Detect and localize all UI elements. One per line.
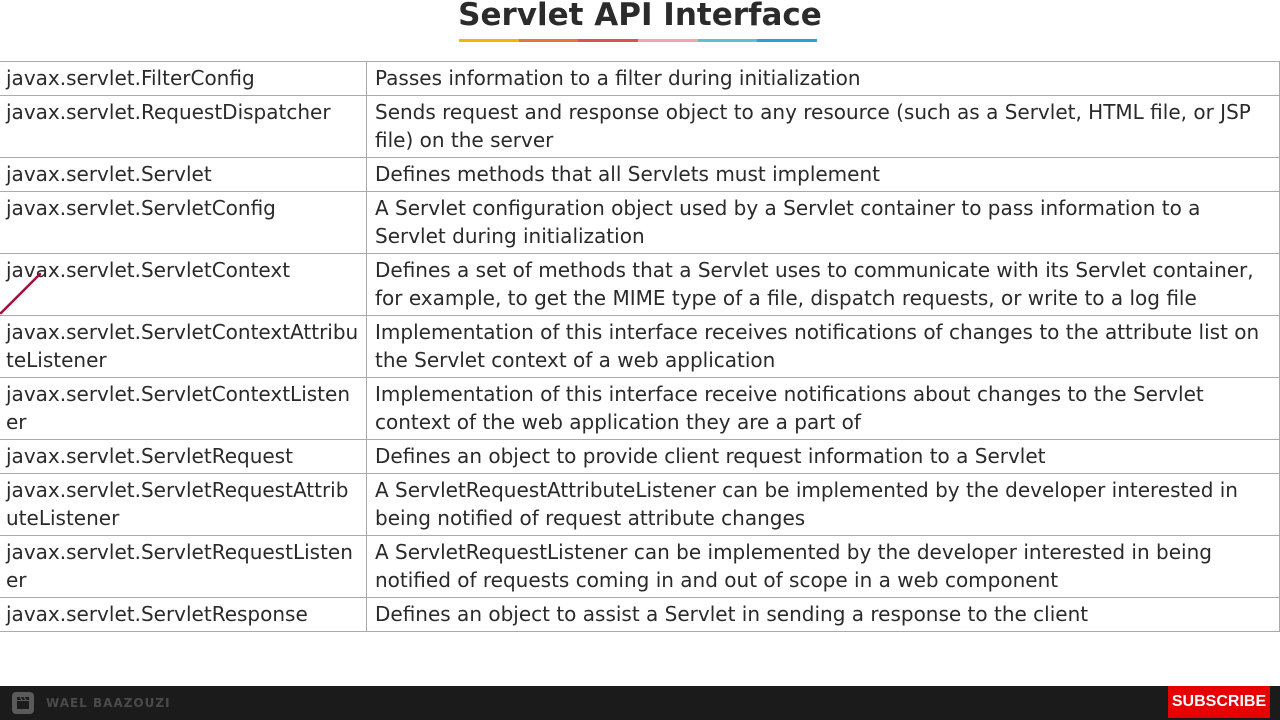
interface-name-cell: javax.servlet.ServletRequestAttributeLis… <box>0 473 367 536</box>
underline-segment <box>518 39 579 42</box>
underline-segment <box>578 39 639 42</box>
table-row: javax.servlet.ServletContextListener Imp… <box>0 377 1280 440</box>
description-cell: Defines methods that all Servlets must i… <box>366 157 1280 192</box>
table-body: javax.servlet.FilterConfig Passes inform… <box>0 61 1280 632</box>
table-row: javax.servlet.ServletContext Defines a s… <box>0 253 1280 316</box>
servlet-api-table: javax.servlet.FilterConfig Passes inform… <box>0 61 1280 632</box>
table-row: javax.servlet.ServletRequestListener A S… <box>0 535 1280 598</box>
table-row: javax.servlet.ServletContextAttributeLis… <box>0 315 1280 378</box>
channel-name: WAEL BAAZOUZI <box>46 696 171 710</box>
description-cell: Implementation of this interface receive… <box>366 315 1280 378</box>
interface-name-cell: javax.servlet.ServletRequest <box>0 439 367 474</box>
underline-segment <box>697 39 758 42</box>
underline-segment <box>638 39 698 42</box>
description-cell: A ServletRequestAttributeListener can be… <box>366 473 1280 536</box>
interface-name-cell: javax.servlet.ServletRequestListener <box>0 535 367 598</box>
interface-name-cell: javax.servlet.FilterConfig <box>0 61 367 96</box>
description-cell: Defines a set of methods that a Servlet … <box>366 253 1280 316</box>
table-row: javax.servlet.ServletRequest Defines an … <box>0 439 1280 474</box>
channel-logo: WAEL BAAZOUZI <box>12 690 171 716</box>
interface-name-cell: javax.servlet.RequestDispatcher <box>0 95 367 158</box>
table-row: javax.servlet.RequestDispatcher Sends re… <box>0 95 1280 158</box>
table-row: javax.servlet.ServletResponse Defines an… <box>0 597 1280 632</box>
video-footer-bar: WAEL BAAZOUZI SUBSCRIBE <box>0 686 1280 720</box>
description-cell: A ServletRequestListener can be implemen… <box>366 535 1280 598</box>
description-cell: Defines an object to provide client requ… <box>366 439 1280 474</box>
description-cell: A Servlet configuration object used by a… <box>366 191 1280 254</box>
interface-name-cell: javax.servlet.ServletResponse <box>0 597 367 632</box>
page-title: Servlet API Interface <box>458 0 822 33</box>
table-row: javax.servlet.Servlet Defines methods th… <box>0 157 1280 192</box>
interface-name-cell: javax.servlet.ServletContext <box>0 253 367 316</box>
description-cell: Implementation of this interface receive… <box>366 377 1280 440</box>
film-clapper-icon <box>12 692 34 714</box>
interface-name-cell: javax.servlet.ServletContextListener <box>0 377 367 440</box>
title-underline <box>459 39 818 42</box>
description-cell: Passes information to a filter during in… <box>366 61 1280 96</box>
underline-segment <box>757 39 818 42</box>
subscribe-button[interactable]: SUBSCRIBE <box>1168 686 1270 718</box>
underline-segment <box>459 39 519 42</box>
table-row: javax.servlet.ServletRequestAttributeLis… <box>0 473 1280 536</box>
description-cell: Defines an object to assist a Servlet in… <box>366 597 1280 632</box>
interface-name-cell: javax.servlet.ServletContextAttributeLis… <box>0 315 367 378</box>
interface-name-cell: javax.servlet.Servlet <box>0 157 367 192</box>
description-cell: Sends request and response object to any… <box>366 95 1280 158</box>
table-row: javax.servlet.ServletConfig A Servlet co… <box>0 191 1280 254</box>
table-row: javax.servlet.FilterConfig Passes inform… <box>0 61 1280 96</box>
interface-name-cell: javax.servlet.ServletConfig <box>0 191 367 254</box>
